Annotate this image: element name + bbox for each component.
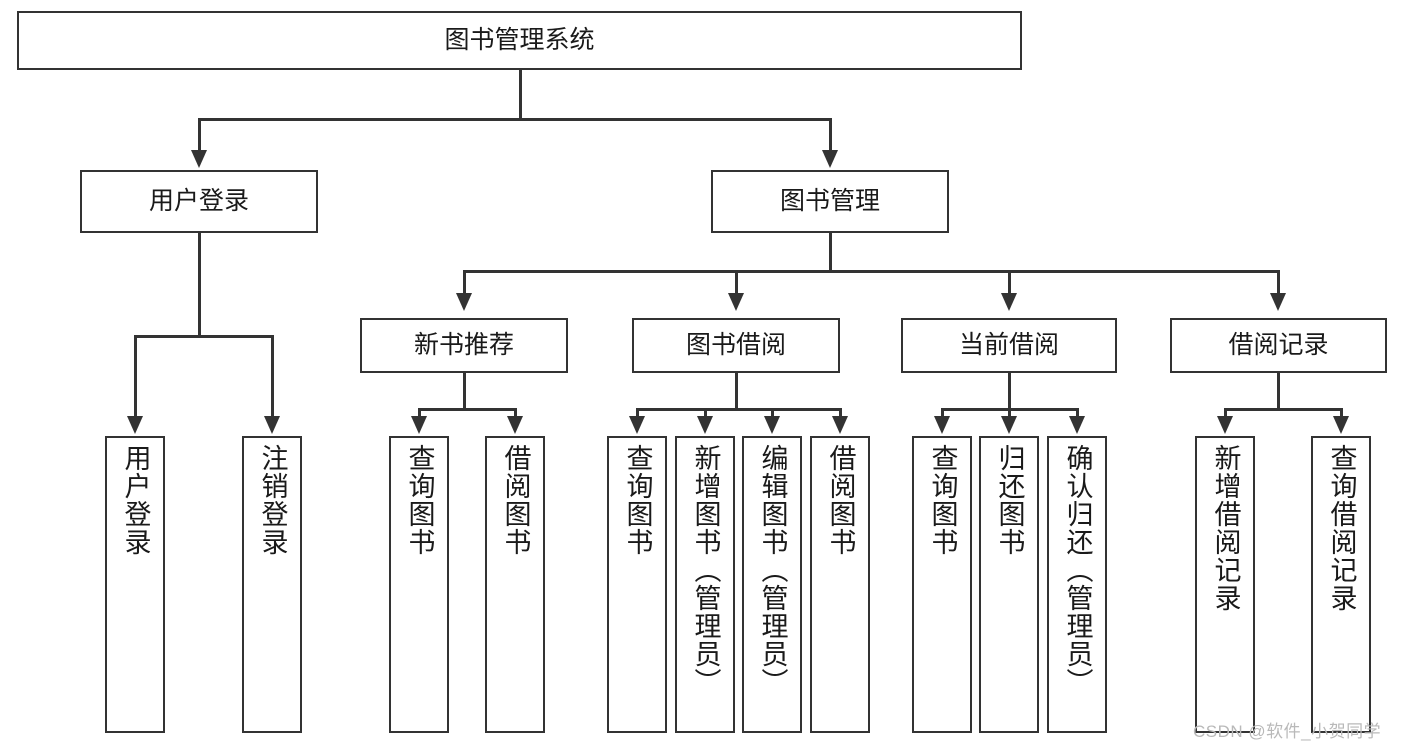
arrow-leaf-borrow-book-2 <box>832 416 848 434</box>
connector-new-book-stem <box>463 373 466 408</box>
arrow-to-current-borrow <box>1001 293 1017 311</box>
connector-book-borrow-bar <box>636 408 842 411</box>
connector-borrow-record-bar <box>1224 408 1342 411</box>
connector-user-login-bar <box>134 335 272 338</box>
leaf-query-book-borrow[interactable]: 查询图书 <box>607 436 667 733</box>
node-root-system[interactable]: 图书管理系统 <box>17 11 1022 70</box>
arrow-leaf-query-book-2 <box>629 416 645 434</box>
leaf-query-book-current[interactable]: 查询图书 <box>912 436 972 733</box>
node-label: 编辑图书（管理员） <box>757 444 788 696</box>
connector-user-login-stem <box>198 233 201 335</box>
connector-br-drop-1 <box>1224 408 1227 418</box>
node-label: 归还图书 <box>994 444 1025 556</box>
arrow-to-user-login <box>191 150 207 168</box>
arrow-leaf-user-login <box>127 416 143 434</box>
node-label: 图书管理 <box>779 187 880 216</box>
connector-to-book-manage <box>829 118 832 152</box>
node-label: 查询图书 <box>622 444 653 556</box>
leaf-add-borrow-record[interactable]: 新增借阅记录 <box>1195 436 1255 733</box>
arrow-to-book-borrow <box>728 293 744 311</box>
node-label: 借阅记录 <box>1228 331 1329 360</box>
arrow-leaf-edit-book <box>764 416 780 434</box>
leaf-confirm-return-admin[interactable]: 确认归还（管理员） <box>1047 436 1107 733</box>
connector-book-manage-stem <box>829 233 832 270</box>
connector-l3-drop-4 <box>1277 270 1280 295</box>
arrow-leaf-add-record <box>1217 416 1233 434</box>
connector-l3-drop-3 <box>1008 270 1011 295</box>
connector-cb-drop-2 <box>1008 408 1011 418</box>
node-book-management[interactable]: 图书管理 <box>711 170 949 233</box>
connector-book-borrow-stem <box>735 373 738 408</box>
connector-l3-drop-2 <box>735 270 738 295</box>
connector-new-book-bar <box>418 408 515 411</box>
node-label: 图书管理系统 <box>444 26 595 55</box>
connector-cb-drop-1 <box>941 408 944 418</box>
connector-book-manage-bar <box>463 270 1280 273</box>
arrow-leaf-confirm-return <box>1069 416 1085 434</box>
connector-cb-drop-3 <box>1076 408 1079 418</box>
arrow-leaf-query-book-1 <box>411 416 427 434</box>
node-label: 查询图书 <box>404 444 435 556</box>
node-label: 确认归还（管理员） <box>1062 444 1093 696</box>
leaf-logout[interactable]: 注销登录 <box>242 436 302 733</box>
arrow-leaf-add-book <box>697 416 713 434</box>
leaf-query-borrow-record[interactable]: 查询借阅记录 <box>1311 436 1371 733</box>
arrow-to-new-book-recommend <box>456 293 472 311</box>
leaf-borrow-book-recommend[interactable]: 借阅图书 <box>485 436 545 733</box>
node-label: 用户登录 <box>120 444 151 556</box>
arrow-leaf-logout <box>264 416 280 434</box>
connector-new-book-drop-1 <box>418 408 421 418</box>
connector-bb-drop-1 <box>636 408 639 418</box>
arrow-leaf-query-record <box>1333 416 1349 434</box>
node-label: 新增借阅记录 <box>1210 444 1241 612</box>
node-book-borrow[interactable]: 图书借阅 <box>632 318 840 373</box>
connector-root-stem <box>519 70 522 118</box>
leaf-edit-book-admin[interactable]: 编辑图书（管理员） <box>742 436 802 733</box>
connector-user-login-drop-2 <box>271 335 274 418</box>
leaf-query-book-recommend[interactable]: 查询图书 <box>389 436 449 733</box>
arrow-to-book-manage <box>822 150 838 168</box>
arrow-leaf-borrow-book-1 <box>507 416 523 434</box>
connector-root-bar <box>198 118 832 121</box>
connector-current-borrow-stem <box>1008 373 1011 408</box>
connector-to-user-login <box>198 118 201 152</box>
leaf-borrow-book[interactable]: 借阅图书 <box>810 436 870 733</box>
connector-bb-drop-4 <box>839 408 842 418</box>
node-label: 新增图书（管理员） <box>690 444 721 696</box>
csdn-watermark: CSDN @软件_小贺同学 <box>1193 722 1382 741</box>
node-label: 图书借阅 <box>685 331 786 360</box>
node-current-borrow[interactable]: 当前借阅 <box>901 318 1117 373</box>
node-label: 借阅图书 <box>500 444 531 556</box>
connector-bb-drop-3 <box>771 408 774 418</box>
node-borrow-record[interactable]: 借阅记录 <box>1170 318 1387 373</box>
node-user-login[interactable]: 用户登录 <box>80 170 318 233</box>
node-label: 注销登录 <box>257 444 288 556</box>
node-label: 当前借阅 <box>958 331 1059 360</box>
connector-user-login-drop-1 <box>134 335 137 418</box>
node-label: 用户登录 <box>148 187 249 216</box>
leaf-user-login[interactable]: 用户登录 <box>105 436 165 733</box>
arrow-leaf-query-book-3 <box>934 416 950 434</box>
arrow-to-borrow-record <box>1270 293 1286 311</box>
leaf-return-book[interactable]: 归还图书 <box>979 436 1039 733</box>
leaf-add-book-admin[interactable]: 新增图书（管理员） <box>675 436 735 733</box>
connector-new-book-drop-2 <box>514 408 517 418</box>
connector-br-drop-2 <box>1340 408 1343 418</box>
connector-bb-drop-2 <box>704 408 707 418</box>
connector-borrow-record-stem <box>1277 373 1280 408</box>
node-new-book-recommend[interactable]: 新书推荐 <box>360 318 568 373</box>
arrow-leaf-return-book <box>1001 416 1017 434</box>
node-label: 新书推荐 <box>413 331 514 360</box>
node-label: 借阅图书 <box>825 444 856 556</box>
connector-l3-drop-1 <box>463 270 466 295</box>
node-label: 查询借阅记录 <box>1326 444 1357 612</box>
node-label: 查询图书 <box>927 444 958 556</box>
